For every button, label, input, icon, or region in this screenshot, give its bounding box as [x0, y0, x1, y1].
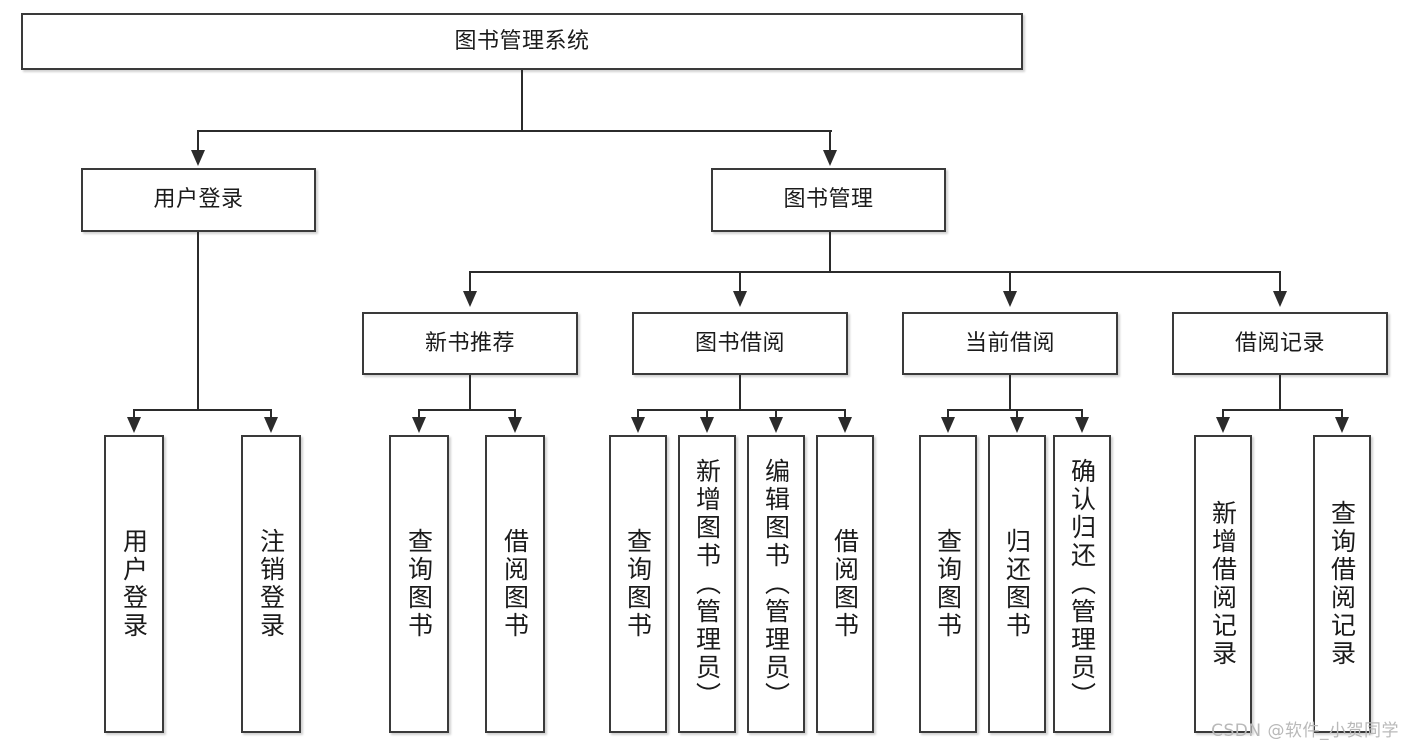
arrow-current-borrow-to-leaf-1 [941, 417, 955, 433]
connector-current-borrow-to-leaf-2 [1016, 409, 1018, 419]
node-label: 借阅记录 [1234, 330, 1325, 356]
leaf-query-books-current[interactable]: 查询图书 [919, 435, 977, 733]
node-label: 图书借阅 [694, 330, 785, 356]
node-label: 注销登录 [256, 528, 286, 640]
leaf-return-books[interactable]: 归还图书 [988, 435, 1046, 733]
node-current-borrowing[interactable]: 当前借阅 [902, 312, 1118, 375]
arrow-borrow-to-leaf-3 [769, 417, 783, 433]
node-user-login[interactable]: 用户登录 [81, 168, 316, 232]
node-label: 用户登录 [119, 528, 149, 640]
node-new-book-recommendation[interactable]: 新书推荐 [362, 312, 578, 375]
connector-bm-to-current-borrow [1009, 271, 1011, 293]
leaf-edit-book-admin[interactable]: 编辑图书（管理员） [747, 435, 805, 733]
connector-user-login-to-leaf-2 [270, 409, 272, 419]
node-label: 查询图书 [404, 528, 434, 640]
connector-records-stem [1279, 375, 1281, 410]
connector-root-stem [521, 70, 523, 131]
arrow-borrow-to-leaf-4 [838, 417, 852, 433]
connector-root-to-book-management [829, 130, 831, 154]
node-root-book-management-system[interactable]: 图书管理系统 [21, 13, 1023, 70]
connector-borrow-stem [739, 375, 741, 410]
node-label: 当前借阅 [964, 330, 1055, 356]
leaf-add-book-admin[interactable]: 新增图书（管理员） [678, 435, 736, 733]
arrow-root-to-user-login [191, 150, 205, 166]
connector-new-books-to-leaf-1 [418, 409, 420, 419]
connector-current-borrow-stem [1009, 375, 1011, 410]
arrow-borrow-to-leaf-1 [631, 417, 645, 433]
connector-new-books-bus [418, 409, 516, 411]
node-label: 借阅图书 [500, 528, 530, 640]
arrow-bm-to-current-borrow [1003, 291, 1017, 307]
leaf-borrow-books[interactable]: 借阅图书 [816, 435, 874, 733]
node-label: 新增图书（管理员） [692, 458, 722, 710]
arrow-bm-to-borrow [733, 291, 747, 307]
node-label: 用户登录 [153, 187, 244, 213]
connector-current-borrow-to-leaf-3 [1081, 409, 1083, 419]
node-label: 查询借阅记录 [1327, 500, 1357, 668]
arrow-records-to-leaf-2 [1335, 417, 1349, 433]
connector-borrow-to-leaf-2 [706, 409, 708, 419]
connector-borrow-to-leaf-4 [844, 409, 846, 419]
leaf-borrow-books-new[interactable]: 借阅图书 [485, 435, 545, 733]
connector-root-to-user-login [197, 130, 199, 154]
connector-bm-to-borrow [739, 271, 741, 293]
watermark: CSDN @软件_小贺同学 [1211, 721, 1399, 741]
connector-records-to-leaf-1 [1222, 409, 1224, 419]
connector-borrow-bus [637, 409, 845, 411]
connector-bm-to-borrow-records [1279, 271, 1281, 293]
connector-user-login-bus [133, 409, 271, 411]
arrow-new-books-to-leaf-2 [508, 417, 522, 433]
node-borrowing-records[interactable]: 借阅记录 [1172, 312, 1388, 375]
leaf-query-books-new[interactable]: 查询图书 [389, 435, 449, 733]
node-label: 新书推荐 [424, 330, 515, 356]
arrow-new-books-to-leaf-1 [412, 417, 426, 433]
connector-borrow-to-leaf-1 [637, 409, 639, 419]
connector-user-login-to-leaf-1 [133, 409, 135, 419]
arrow-user-login-to-leaf-1 [127, 417, 141, 433]
arrow-borrow-to-leaf-2 [700, 417, 714, 433]
arrow-bm-to-new-books [463, 291, 477, 307]
node-label: 查询图书 [623, 528, 653, 640]
node-label: 新增借阅记录 [1208, 500, 1238, 668]
leaf-add-borrow-record[interactable]: 新增借阅记录 [1194, 435, 1252, 733]
connector-user-login-stem [197, 232, 199, 410]
node-book-borrowing[interactable]: 图书借阅 [632, 312, 848, 375]
connector-book-management-bus [469, 271, 1280, 273]
connector-records-to-leaf-2 [1341, 409, 1343, 419]
connector-root-bus [198, 130, 832, 132]
connector-bm-to-new-books [469, 271, 471, 293]
arrow-user-login-to-leaf-2 [264, 417, 278, 433]
node-label: 归还图书 [1002, 528, 1032, 640]
leaf-user-login[interactable]: 用户登录 [104, 435, 164, 733]
node-book-management[interactable]: 图书管理 [711, 168, 946, 232]
connector-current-borrow-bus [947, 409, 1083, 411]
connector-borrow-to-leaf-3 [775, 409, 777, 419]
arrow-root-to-book-management [823, 150, 837, 166]
leaf-query-borrow-record[interactable]: 查询借阅记录 [1313, 435, 1371, 733]
node-label: 编辑图书（管理员） [761, 458, 791, 710]
leaf-logout[interactable]: 注销登录 [241, 435, 301, 733]
leaf-confirm-return-admin[interactable]: 确认归还（管理员） [1053, 435, 1111, 733]
arrow-bm-to-borrow-records [1273, 291, 1287, 307]
arrow-current-borrow-to-leaf-3 [1075, 417, 1089, 433]
node-label: 借阅图书 [830, 528, 860, 640]
connector-book-management-stem [829, 232, 831, 272]
leaf-query-books[interactable]: 查询图书 [609, 435, 667, 733]
connector-current-borrow-to-leaf-1 [947, 409, 949, 419]
arrow-current-borrow-to-leaf-2 [1010, 417, 1024, 433]
node-label: 图书管理系统 [454, 28, 590, 54]
arrow-records-to-leaf-1 [1216, 417, 1230, 433]
connector-new-books-stem [469, 375, 471, 410]
connector-new-books-to-leaf-2 [514, 409, 516, 419]
node-label: 图书管理 [783, 187, 874, 213]
node-label: 查询图书 [933, 528, 963, 640]
node-label: 确认归还（管理员） [1067, 458, 1097, 710]
connector-records-bus [1222, 409, 1342, 411]
